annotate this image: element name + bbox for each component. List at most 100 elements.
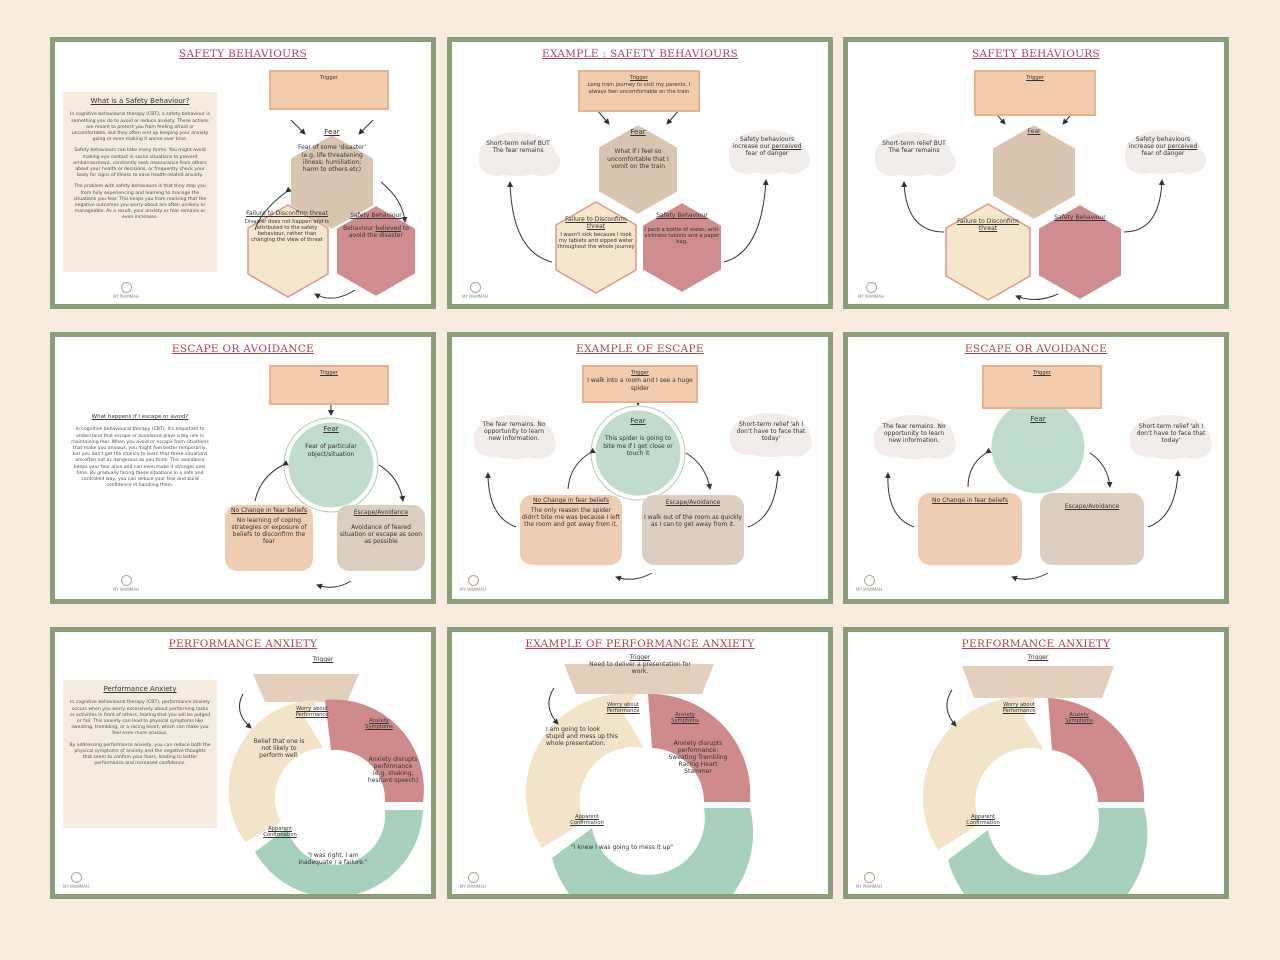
cloud-text: Safety behaviours increase our	[1128, 136, 1191, 151]
cloud-text-emphasis: perceived	[771, 143, 802, 151]
safety-label: Safety Behaviour	[656, 212, 708, 219]
card-safety-behaviours-blank: SAFETY BEHAVIOURS Trigger Short-term rel…	[843, 37, 1229, 309]
trigger-box[interactable]: Trigger Long train journey to visit my p…	[578, 70, 700, 112]
safety-hex[interactable]: Safety Behaviour I pack a bottle of wate…	[644, 212, 720, 245]
no-change-box[interactable]: No Change in fear beliefs No learning of…	[227, 507, 311, 545]
fear-text: This spider is going to bite me if I get…	[603, 435, 673, 457]
failure-label: Failure to Disconfirm threat	[565, 216, 627, 231]
trigger-label[interactable]: Trigger	[1027, 654, 1049, 661]
escape-text: Avoidance of feared situation or escape …	[339, 524, 423, 546]
panel-paragraph: In cognitive behavioural therapy (CBT), …	[71, 427, 209, 489]
fear-circle[interactable]: Fear This spider is going to bite me if …	[602, 417, 674, 457]
trigger-label: Trigger	[630, 75, 648, 81]
symptoms-label[interactable]: Anxiety Symptoms	[671, 712, 699, 725]
card-title: EXAMPLE OF ESCAPE	[576, 343, 704, 355]
cycle-diagram	[874, 397, 1212, 582]
failure-hex[interactable]: Failure to Disconfirm threat Disaster do…	[245, 210, 329, 244]
cycle-diagram	[525, 664, 754, 894]
card-escape-avoidance-blank: ESCAPE OR AVOIDANCE Trigger The fear rem…	[843, 332, 1229, 604]
panel-heading: What happens if I escape or avoid?	[91, 414, 189, 420]
cloud-text: Safety behaviours increase our	[732, 136, 795, 151]
cloud-right: Short-term relief 'ah I don't have to fa…	[736, 421, 806, 443]
cloud-text: Short-term relief BUT The fear remains	[882, 140, 946, 155]
escape-text: I walk out of the room as quickly as I c…	[644, 514, 742, 529]
brand-logo: MY MAMMAH	[854, 872, 884, 889]
escape-label[interactable]: Escape/Avoidance	[1064, 503, 1120, 510]
no-change-label: No Change in fear beliefs	[231, 507, 307, 514]
card-title: SAFETY BEHAVIOURS	[972, 48, 1100, 60]
safety-text: to avoid the disaster	[349, 225, 409, 240]
hex-diagram	[479, 109, 810, 295]
safety-label[interactable]: Safety Behaviour	[1054, 214, 1106, 221]
card-title: PERFORMANCE ANXIETY	[961, 638, 1111, 650]
cloud-right: Short-term relief 'ah I don't have to fa…	[1136, 423, 1206, 445]
no-change-label[interactable]: No Change in fear beliefs	[932, 497, 1008, 504]
fear-circle[interactable]: Fear Fear of particular object/situation	[295, 425, 367, 458]
escape-box[interactable]: Escape/Avoidance I walk out of the room …	[644, 499, 742, 528]
symptoms-text: Anxiety disrupts performance (e.g. shaki…	[367, 756, 419, 785]
card-example-performance-anxiety: EXAMPLE OF PERFORMANCE ANXIETY Trigger N…	[447, 627, 833, 899]
card-title: EXAMPLE OF PERFORMANCE ANXIETY	[525, 638, 755, 650]
cloud-left: Short-term relief BUT The fear remains	[484, 140, 552, 154]
fear-label[interactable]: Fear	[1030, 415, 1046, 423]
card-title: ESCAPE OR AVOIDANCE	[964, 343, 1108, 355]
failure-label[interactable]: Failure to Disconfirm threat	[957, 218, 1019, 233]
fear-label[interactable]: Fear	[1027, 128, 1041, 135]
info-panel: What happens if I escape or avoid? In co…	[63, 409, 217, 559]
failure-hex[interactable]: Failure to Disconfirm threat I wasn't si…	[556, 216, 636, 251]
no-change-label: No Change in fear beliefs	[533, 497, 609, 504]
panel-heading: What is a Safety Behaviour?	[90, 97, 190, 105]
worry-text: Belief that one is not likely to perform…	[253, 738, 305, 760]
trigger-box[interactable]: Trigger	[269, 365, 389, 405]
failure-label: Failure to Disconfirm threat	[246, 210, 328, 217]
trigger-box[interactable]: Trigger I walk into a room and I see a h…	[582, 365, 698, 403]
fear-hex[interactable]: Fear What if I feel so uncomfortable tha…	[602, 128, 674, 170]
confirm-label[interactable]: Apparent Confirmation	[966, 814, 1000, 827]
brand-logo: MY MAMMAH	[856, 282, 886, 299]
brand-logo: MY MAMMAH	[458, 575, 488, 592]
worry-label[interactable]: Worry about Performance	[1002, 702, 1036, 715]
hex-diagram	[247, 119, 417, 300]
cloud-right: Safety behaviours increase our perceived…	[732, 136, 802, 157]
panel-paragraph: By addressing performance anxiety, you c…	[69, 742, 211, 767]
symptoms-label[interactable]: Anxiety Symptoms	[1065, 712, 1093, 725]
trigger-box[interactable]: Trigger	[974, 70, 1096, 116]
cloud-text: Short-term relief BUT The fear remains	[486, 140, 550, 155]
confirm-label[interactable]: Apparent Confirmation	[570, 814, 604, 827]
confirm-label[interactable]: Apparent Confirmation	[263, 826, 297, 839]
cycle-diagram	[225, 405, 425, 590]
worry-label[interactable]: Worry about Performance	[606, 702, 640, 715]
card-title: EXAMPLE : SAFETY BEHAVIOURS	[542, 48, 738, 60]
no-change-text: No learning of coping strategies or expo…	[231, 517, 307, 546]
card-title: PERFORMANCE ANXIETY	[168, 638, 318, 650]
trigger-label[interactable]: Trigger	[312, 656, 334, 663]
fear-label: Fear	[630, 417, 646, 425]
cycle-diagram	[228, 674, 424, 894]
safety-hex[interactable]: Safety Behaviour Behaviour believed to a…	[338, 212, 414, 239]
fear-hex[interactable]: Fear Fear of some 'disaster' (e.g. life …	[295, 128, 369, 173]
trigger-label: Trigger	[320, 370, 338, 376]
no-change-box[interactable]: No Change in fear beliefs The only reaso…	[522, 497, 620, 528]
cloud-left: The fear remains. No opportunity to lear…	[482, 421, 546, 443]
safety-text: Behaviour	[343, 225, 376, 233]
trigger-label: Trigger	[320, 75, 338, 81]
escape-box[interactable]: Escape/Avoidance Avoidance of feared sit…	[339, 509, 423, 545]
card-example-safety-behaviours: EXAMPLE : SAFETY BEHAVIOURS Trigger Long…	[447, 37, 833, 309]
panel-paragraph: The problem with safety behaviours is th…	[73, 184, 207, 221]
trigger-area[interactable]: Trigger Need to deliver a presentation f…	[582, 654, 698, 675]
symptoms-label[interactable]: Anxiety Symptoms	[365, 718, 393, 731]
brand-logo: MY MAMMAH	[854, 575, 884, 592]
trigger-box[interactable]: Trigger	[269, 70, 389, 110]
brand-logo: MY MAMMAH	[458, 872, 488, 889]
panel-paragraph: Safety behaviours can take many forms. Y…	[73, 148, 207, 179]
fear-label: Fear	[324, 128, 340, 136]
cloud-left: The fear remains. No opportunity to lear…	[882, 423, 946, 445]
info-panel: What is a Safety Behaviour? In cognitive…	[63, 92, 217, 272]
card-performance-anxiety: PERFORMANCE ANXIETY Trigger Performance …	[50, 627, 436, 899]
cloud-left: Short-term relief BUT The fear remains	[880, 140, 948, 154]
trigger-box[interactable]: Trigger	[982, 365, 1102, 409]
hex-diagram	[875, 109, 1206, 302]
cycle-diagram	[474, 397, 812, 582]
fear-text: What if I feel so uncomfortable that I v…	[607, 148, 669, 170]
worry-label[interactable]: Worry about Performance	[295, 706, 329, 719]
